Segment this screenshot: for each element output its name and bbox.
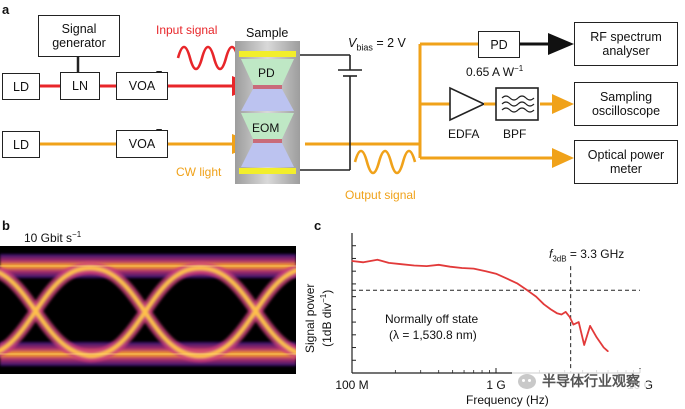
response-point [495,273,497,275]
response-point [461,267,463,269]
ln-modulator: LN [60,72,100,100]
rf-spectrum-analyser: RF spectrum analyser [574,22,678,66]
bitrate-label: 10 Gbit s−1 [24,230,82,245]
panel-label-b: b [2,218,10,233]
eye-crossings [0,261,296,363]
response-point [506,278,509,280]
input-signal-label: Input signal [156,23,218,37]
chart-plot-area [351,258,640,373]
pd-detector: PD [478,31,520,58]
response-point [362,261,365,263]
y-axis-title: Signal power (1dB div−1) [303,283,334,353]
response-point [516,282,518,284]
vbias-label: Vbias = 2 V [348,36,406,53]
f3db-annotation: f3dB = 3.3 GHz [549,247,625,264]
bpf-label: BPF [503,127,527,141]
response-point [550,308,552,310]
sample-title: Sample [246,26,289,40]
off-state-line1: Normally off state [385,312,479,326]
response-point [578,321,580,323]
edfa-label: EDFA [448,127,480,141]
x-tick-label: 1 G [486,378,505,392]
response-point [526,289,528,291]
response-point [556,312,558,314]
cw-light-label: CW light [176,165,222,179]
wechat-icon [518,373,536,389]
response-point [485,270,487,272]
watermark: 半导体行业观察 [512,369,646,393]
ld-source-1: LD [2,73,40,100]
frequency-response-chart: 100 M1 G10 G [335,233,653,392]
eom-region-label: EOM [252,121,280,135]
panel-label-a: a [2,2,10,17]
input-wave [176,45,240,71]
voa-2: VOA [116,130,168,158]
eye-diagram [0,246,296,374]
output-signal-label: Output signal [345,188,416,202]
response-point [400,263,402,265]
optical-power-meter: Optical power meter [574,140,678,184]
edfa-amplifier [449,86,486,122]
response-point [603,346,605,349]
output-wave [353,149,417,175]
response-point [473,268,475,270]
response-point [449,266,451,268]
ld-source-2: LD [2,131,40,158]
response-point [438,264,440,266]
response-point [607,350,609,352]
response-point [596,336,598,338]
bpf-filter [495,87,539,121]
response-point [569,316,571,318]
response-point [376,259,378,261]
response-point [543,303,545,305]
response-point [413,264,415,267]
response-point [388,262,390,264]
panel-label-c: c [314,218,322,233]
sampling-oscilloscope: Sampling oscilloscope [574,82,678,126]
pd-region-label: PD [258,66,275,80]
signal-generator: Signal generator [38,15,120,57]
response-point [560,313,563,316]
responsivity-label: 0.65 A W−1 [466,64,524,79]
voa-1: VOA [116,72,168,100]
x-tick-label: 100 M [335,378,368,392]
sample-structure [239,51,296,174]
response-point [589,325,591,327]
response-point [572,324,575,326]
response-point [351,260,353,262]
response-point [535,296,537,298]
response-point [565,311,567,313]
x-axis-title: Frequency (Hz) [466,393,549,407]
response-point [426,265,428,267]
off-state-line2: (λ = 1,530.8 nm) [389,328,477,342]
response-point [583,344,585,346]
response-series-line [351,258,609,353]
